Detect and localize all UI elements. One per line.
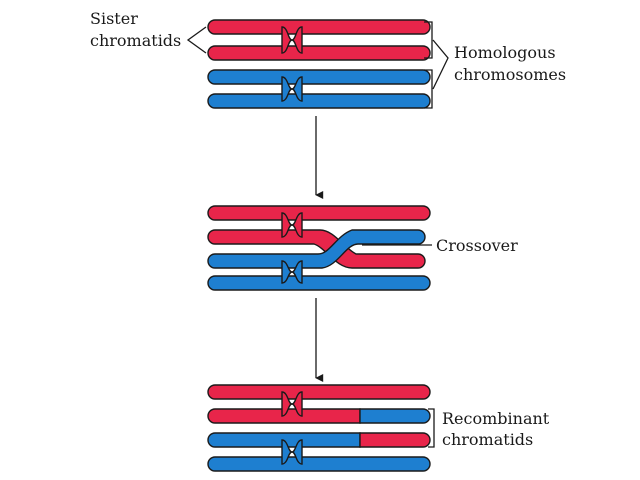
red-chromatid-top bbox=[207, 205, 431, 221]
red-chromatid-top bbox=[207, 19, 431, 35]
blue-chromatid-bottom bbox=[207, 93, 431, 109]
homologous-bracket-blue bbox=[424, 69, 433, 109]
crossover-label: Crossover bbox=[436, 236, 518, 255]
homologous-pointer bbox=[432, 39, 449, 90]
recombinant-chromatid-blue-part bbox=[359, 408, 431, 424]
blue-chromatid-bottom bbox=[207, 456, 431, 472]
sister-pointer bbox=[186, 26, 207, 54]
homologous-bracket-red bbox=[424, 21, 433, 59]
homologous-label-line1: Homologous bbox=[454, 43, 556, 62]
stage-1-homologous-pair: Sister chromatids Homologous chromosomes bbox=[90, 9, 566, 109]
sister-label-line1: Sister bbox=[90, 9, 138, 28]
blue-chromatid-bottom bbox=[207, 275, 431, 291]
recombinant-label-line2: chromatids bbox=[442, 430, 533, 449]
blue-crossover-chromatid bbox=[207, 229, 426, 269]
stage-3-recombinant: Recombinant chromatids bbox=[207, 384, 550, 472]
red-chromatid-top bbox=[207, 384, 431, 400]
red-centromere bbox=[281, 212, 303, 238]
red-centromere bbox=[281, 26, 303, 54]
recombinant-bracket bbox=[428, 408, 435, 448]
homologous-label-line2: chromosomes bbox=[454, 65, 566, 84]
recombinant-label-line1: Recombinant bbox=[442, 409, 550, 428]
red-chromosome bbox=[207, 19, 431, 61]
red-chromatid-bottom bbox=[207, 45, 431, 61]
stage-2-crossover: Crossover bbox=[207, 205, 518, 291]
red-centromere bbox=[281, 391, 303, 417]
blue-chromatid-top bbox=[207, 69, 431, 85]
blue-centromere bbox=[281, 260, 303, 284]
sister-label-line2: chromatids bbox=[90, 31, 181, 50]
blue-chromosome bbox=[207, 69, 431, 109]
blue-centromere bbox=[281, 76, 303, 102]
recombinant-chromatid-red-part-2 bbox=[359, 432, 431, 448]
blue-centromere bbox=[281, 439, 303, 465]
